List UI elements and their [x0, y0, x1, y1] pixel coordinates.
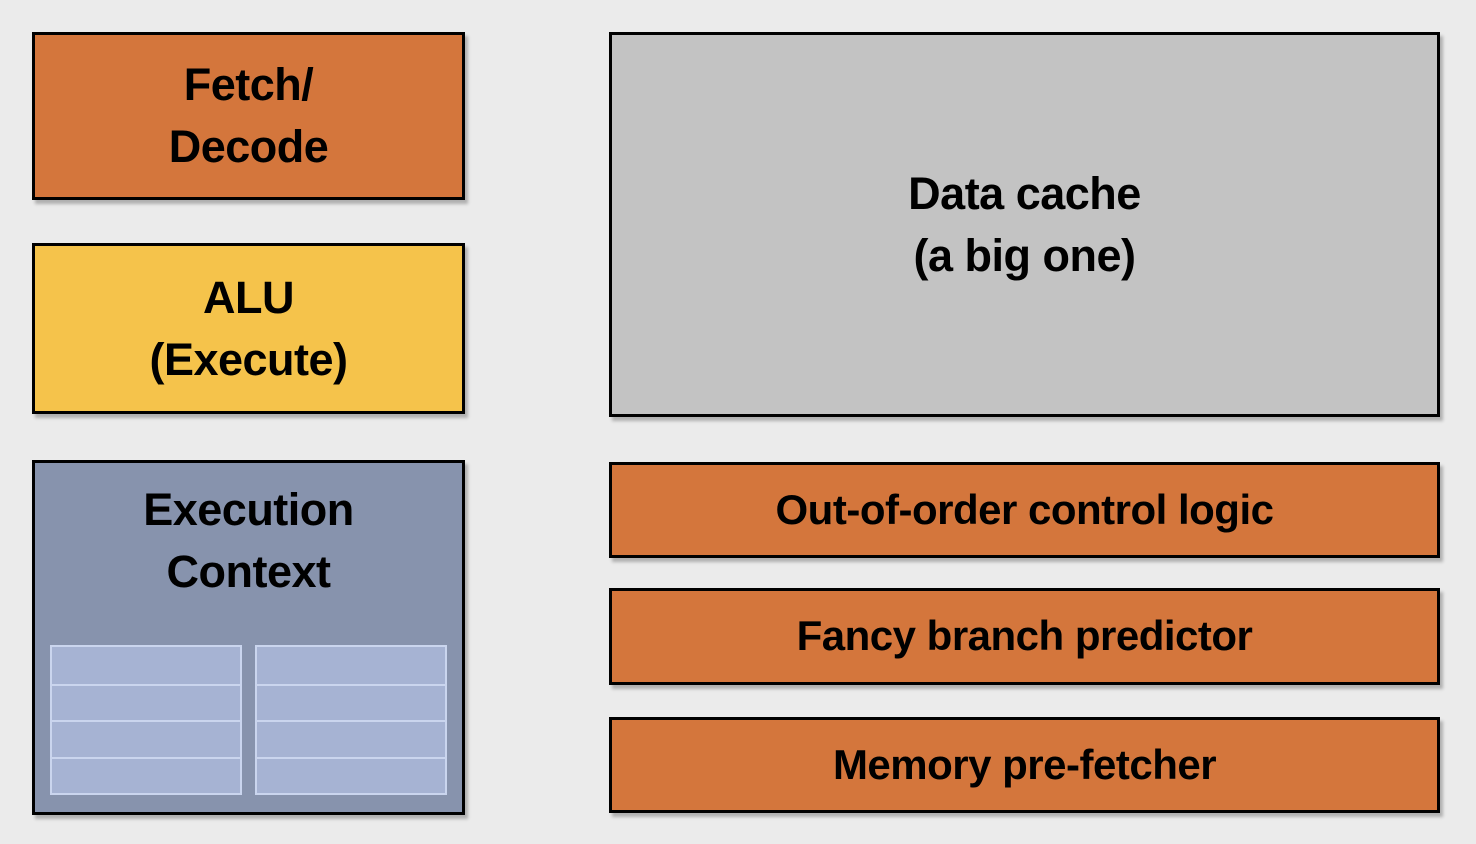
register-row	[257, 647, 445, 684]
execution-context-block: Execution Context	[32, 460, 465, 815]
alu-label-line1: ALU	[203, 271, 294, 323]
register-table-left	[50, 645, 242, 795]
register-row	[52, 756, 240, 793]
fetch-decode-block: Fetch/ Decode	[32, 32, 465, 200]
data-cache-label-line1: Data cache	[908, 167, 1141, 219]
fancy-branch-predictor-bar: Fancy branch predictor	[609, 588, 1440, 685]
data-cache-block: Data cache (a big one)	[609, 32, 1440, 417]
alu-block: ALU (Execute)	[32, 243, 465, 414]
out-of-order-control-logic-label: Out-of-order control logic	[775, 485, 1274, 533]
fancy-branch-predictor-label: Fancy branch predictor	[796, 612, 1253, 660]
register-row	[52, 683, 240, 720]
fetch-decode-label-line2: Decode	[168, 121, 329, 172]
register-row	[257, 683, 445, 720]
out-of-order-control-logic-bar: Out-of-order control logic	[609, 462, 1440, 558]
register-row	[52, 647, 240, 684]
data-cache-label-line2: (a big one)	[913, 229, 1136, 281]
execution-context-label-line1: Execution	[143, 484, 354, 535]
register-row	[257, 756, 445, 793]
register-row	[52, 720, 240, 757]
fetch-decode-label-line1: Fetch/	[183, 59, 314, 110]
memory-pre-fetcher-label: Memory pre-fetcher	[832, 740, 1217, 788]
memory-pre-fetcher-bar: Memory pre-fetcher	[609, 717, 1440, 813]
execution-context-label-line2: Context	[166, 546, 332, 597]
register-table-right	[255, 645, 447, 795]
alu-label-line2: (Execute)	[149, 333, 348, 385]
register-row	[257, 720, 445, 757]
